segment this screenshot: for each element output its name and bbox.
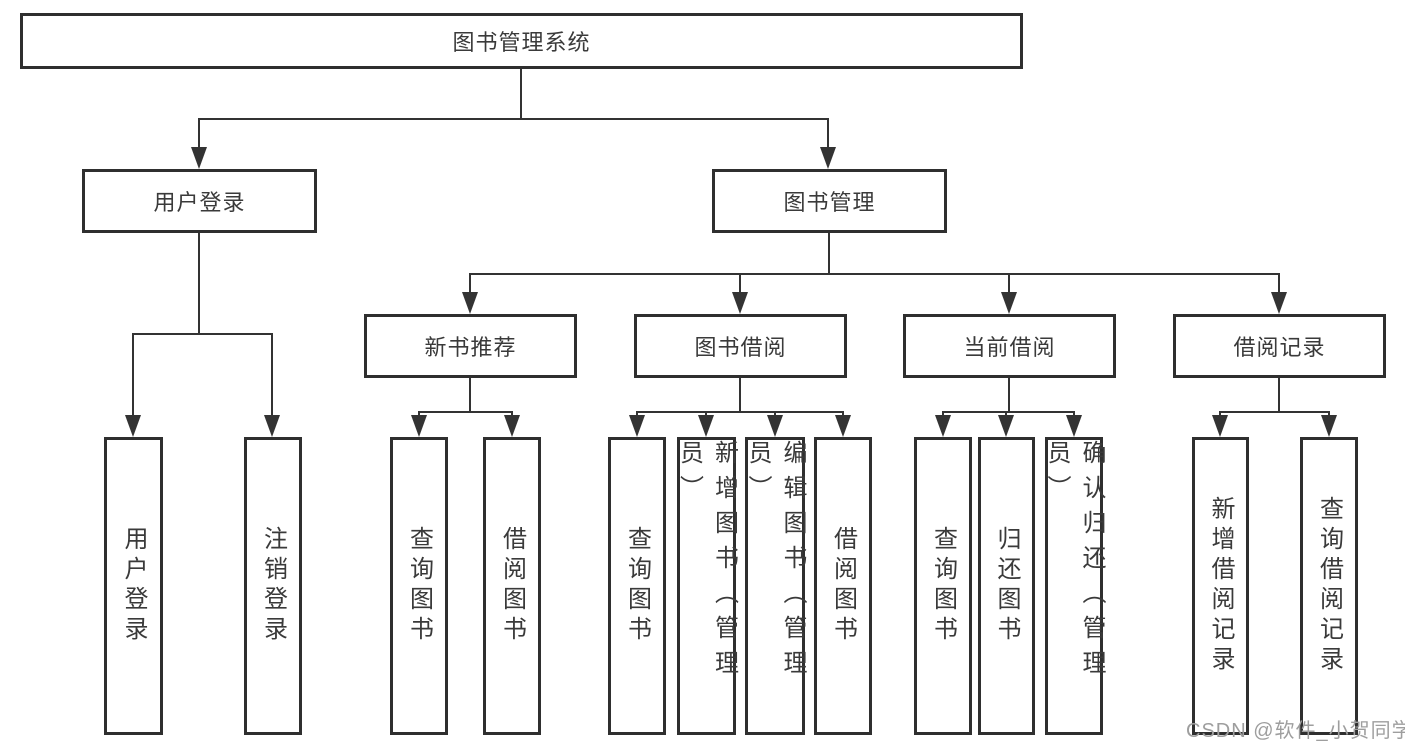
connector-line [1005, 411, 1007, 417]
arrowhead-icon [732, 292, 748, 314]
arrowhead-icon [125, 415, 141, 437]
arrowhead-icon [698, 415, 714, 437]
arrowhead-icon [411, 415, 427, 437]
arrowhead-icon [1001, 292, 1017, 314]
connector-line [827, 118, 829, 147]
connector-line [636, 411, 844, 413]
leaf-edit-books-admin: 编辑图书（管理员） [744, 437, 806, 735]
connector-line [1008, 378, 1010, 413]
connector-line [705, 411, 707, 417]
node-label: 图书管理系统 [452, 30, 591, 55]
arrowhead-icon [998, 415, 1014, 437]
leaf-user-login: 用户登录 [104, 437, 163, 735]
arrowhead-icon [264, 415, 280, 437]
connector-line [271, 333, 273, 415]
node-label: 新增图书（管理员） [675, 440, 738, 685]
connector-line [1278, 378, 1280, 413]
node-current-borrowing: 当前借阅 [903, 314, 1116, 378]
node-label: 用户登录 [153, 190, 246, 215]
node-library-management-system: 图书管理系统 [20, 13, 1023, 69]
connector-line [469, 273, 1280, 275]
node-label: 新增借阅记录 [1207, 496, 1234, 676]
node-label: 当前借阅 [963, 335, 1056, 360]
node-label: 确认归还（管理员） [1043, 440, 1105, 685]
arrowhead-icon [462, 292, 478, 314]
connector-line [1328, 411, 1330, 417]
arrowhead-icon [820, 147, 836, 169]
leaf-query-books: 查询图书 [608, 437, 666, 735]
node-label: 图书管理 [783, 190, 876, 215]
arrowhead-icon [835, 415, 851, 437]
node-label: 编辑图书（管理员） [744, 440, 806, 685]
connector-line [511, 411, 513, 417]
node-book-management: 图书管理 [712, 169, 947, 233]
node-user-login: 用户登录 [82, 169, 317, 233]
node-label: 查询图书 [929, 526, 957, 646]
node-new-book-recommendation: 新书推荐 [364, 314, 577, 378]
connector-line [198, 118, 200, 147]
node-label: 借阅记录 [1233, 335, 1326, 360]
connector-line [1219, 411, 1330, 413]
connector-line [132, 333, 273, 335]
connector-line [774, 411, 776, 417]
leaf-confirm-return-admin: 确认归还（管理员） [1043, 437, 1105, 735]
node-borrowing-records: 借阅记录 [1173, 314, 1386, 378]
arrowhead-icon [1212, 415, 1228, 437]
connector-line [469, 273, 471, 292]
arrowhead-icon [504, 415, 520, 437]
leaf-borrow-books: 借阅图书 [814, 437, 872, 735]
connector-line [198, 118, 829, 120]
arrowhead-icon [935, 415, 951, 437]
node-label: 注销登录 [259, 526, 287, 646]
connector-line [739, 378, 741, 413]
arrowhead-icon [1271, 292, 1287, 314]
arrowhead-icon [767, 415, 783, 437]
node-label: 新书推荐 [424, 335, 517, 360]
watermark: CSDN @软件_小贺同学 [1186, 720, 1405, 742]
connector-line [739, 273, 741, 292]
connector-line [1278, 273, 1280, 292]
node-label: 借阅图书 [498, 526, 526, 646]
leaf-query-books: 查询图书 [390, 437, 448, 735]
leaf-query-borrow-record: 查询借阅记录 [1300, 437, 1358, 735]
arrowhead-icon [1066, 415, 1082, 437]
connector-line [636, 411, 638, 417]
connector-line [828, 233, 830, 275]
arrowhead-icon [629, 415, 645, 437]
arrowhead-icon [1321, 415, 1337, 437]
leaf-add-borrow-record: 新增借阅记录 [1192, 437, 1249, 735]
connector-line [1219, 411, 1221, 417]
connector-line [418, 411, 513, 413]
leaf-return-books: 归还图书 [978, 437, 1035, 735]
connector-line [842, 411, 844, 417]
connector-line [1008, 273, 1010, 292]
connector-line [942, 411, 1075, 413]
node-label: 图书借阅 [694, 335, 787, 360]
node-label: 查询图书 [405, 526, 433, 646]
leaf-borrow-books: 借阅图书 [483, 437, 541, 735]
arrowhead-icon [191, 147, 207, 169]
node-label: 用户登录 [120, 526, 147, 646]
node-label: 查询图书 [623, 526, 651, 646]
connector-line [520, 69, 522, 118]
node-label: 归还图书 [993, 526, 1020, 646]
connector-line [132, 333, 134, 415]
leaf-logout: 注销登录 [244, 437, 302, 735]
connector-line [418, 411, 420, 417]
connector-line [1073, 411, 1075, 417]
connector-line [942, 411, 944, 417]
connector-line [469, 378, 471, 413]
node-book-borrowing: 图书借阅 [634, 314, 847, 378]
node-label: 查询借阅记录 [1315, 496, 1343, 676]
connector-line [198, 233, 200, 335]
leaf-query-books: 查询图书 [914, 437, 972, 735]
node-label: 借阅图书 [829, 526, 857, 646]
leaf-add-books-admin: 新增图书（管理员） [676, 437, 738, 735]
